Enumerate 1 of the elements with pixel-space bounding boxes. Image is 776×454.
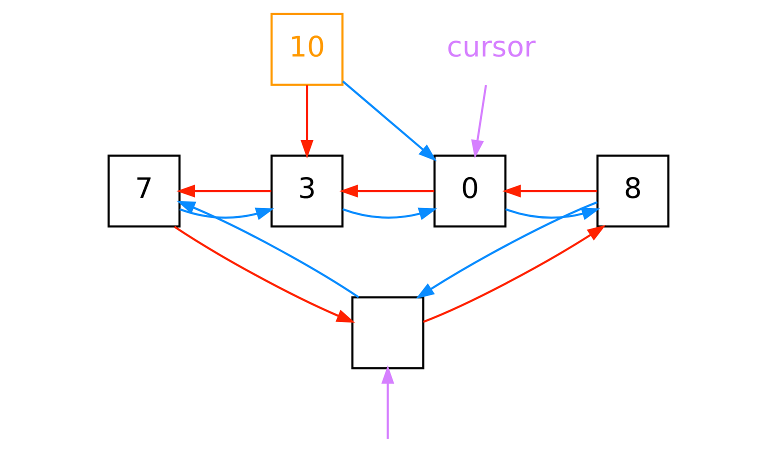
node-text: cursor (446, 30, 536, 64)
